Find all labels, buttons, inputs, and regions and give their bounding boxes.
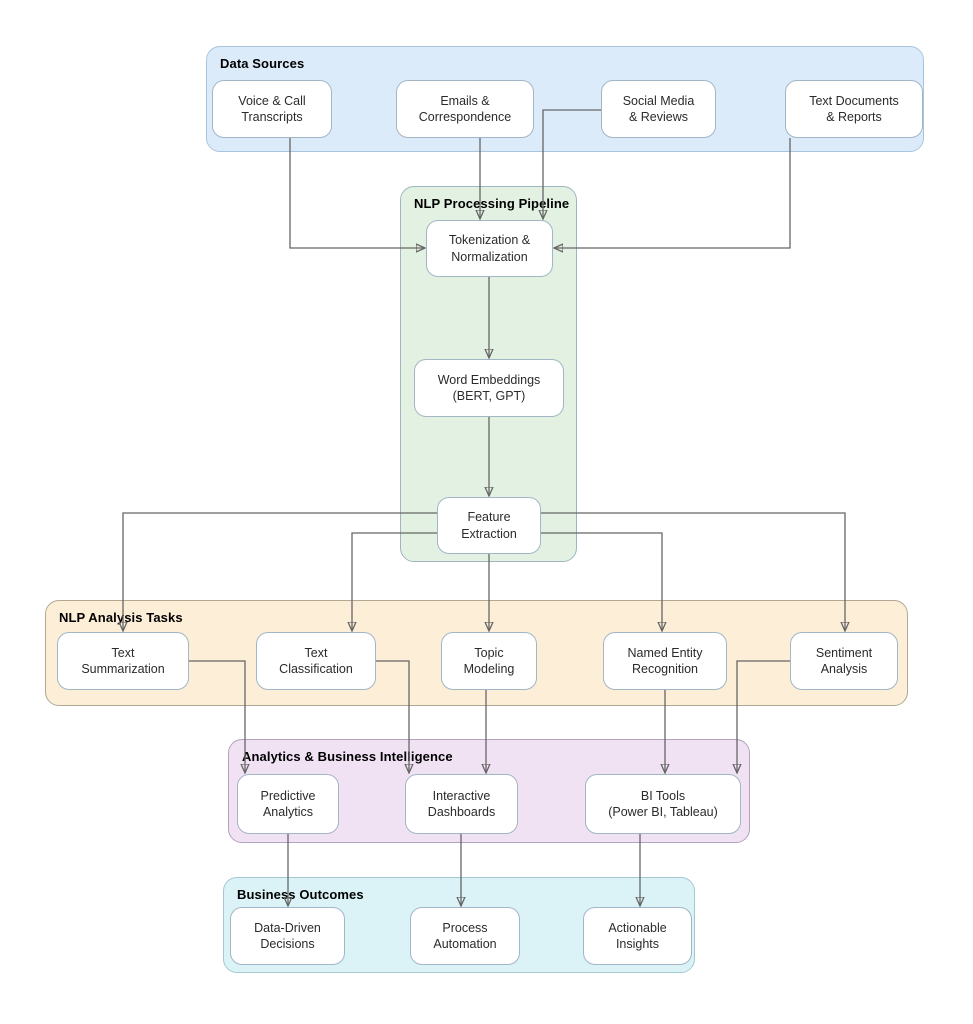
- node-social-media-reviews: Social Media & Reviews: [601, 80, 716, 138]
- node-feature-extraction: Feature Extraction: [437, 497, 541, 554]
- node-text-documents-reports: Text Documents & Reports: [785, 80, 923, 138]
- node-bi-tools: BI Tools (Power BI, Tableau): [585, 774, 741, 834]
- node-actionable-insights: Actionable Insights: [583, 907, 692, 965]
- node-text-classification: Text Classification: [256, 632, 376, 690]
- node-text-summarization: Text Summarization: [57, 632, 189, 690]
- group-title-data-sources: Data Sources: [220, 56, 305, 71]
- group-title-analytics-business-intelligence: Analytics & Business Intelligence: [242, 749, 453, 764]
- node-word-embeddings: Word Embeddings (BERT, GPT): [414, 359, 564, 417]
- edge-textdocs-to-tokenization: [554, 138, 791, 248]
- node-process-automation: Process Automation: [410, 907, 520, 965]
- group-title-nlp-processing-pipeline: NLP Processing Pipeline: [414, 196, 570, 211]
- group-title-nlp-analysis-tasks: NLP Analysis Tasks: [59, 610, 183, 625]
- node-topic-modeling: Topic Modeling: [441, 632, 537, 690]
- node-named-entity-recognition: Named Entity Recognition: [603, 632, 727, 690]
- group-title-business-outcomes: Business Outcomes: [237, 887, 364, 902]
- node-data-driven-decisions: Data-Driven Decisions: [230, 907, 345, 965]
- node-tokenization-normalization: Tokenization & Normalization: [426, 220, 553, 277]
- node-sentiment-analysis: Sentiment Analysis: [790, 632, 898, 690]
- node-interactive-dashboards: Interactive Dashboards: [405, 774, 518, 834]
- node-predictive-analytics: Predictive Analytics: [237, 774, 339, 834]
- node-voice-call-transcripts: Voice & Call Transcripts: [212, 80, 332, 138]
- node-emails-correspondence: Emails & Correspondence: [396, 80, 534, 138]
